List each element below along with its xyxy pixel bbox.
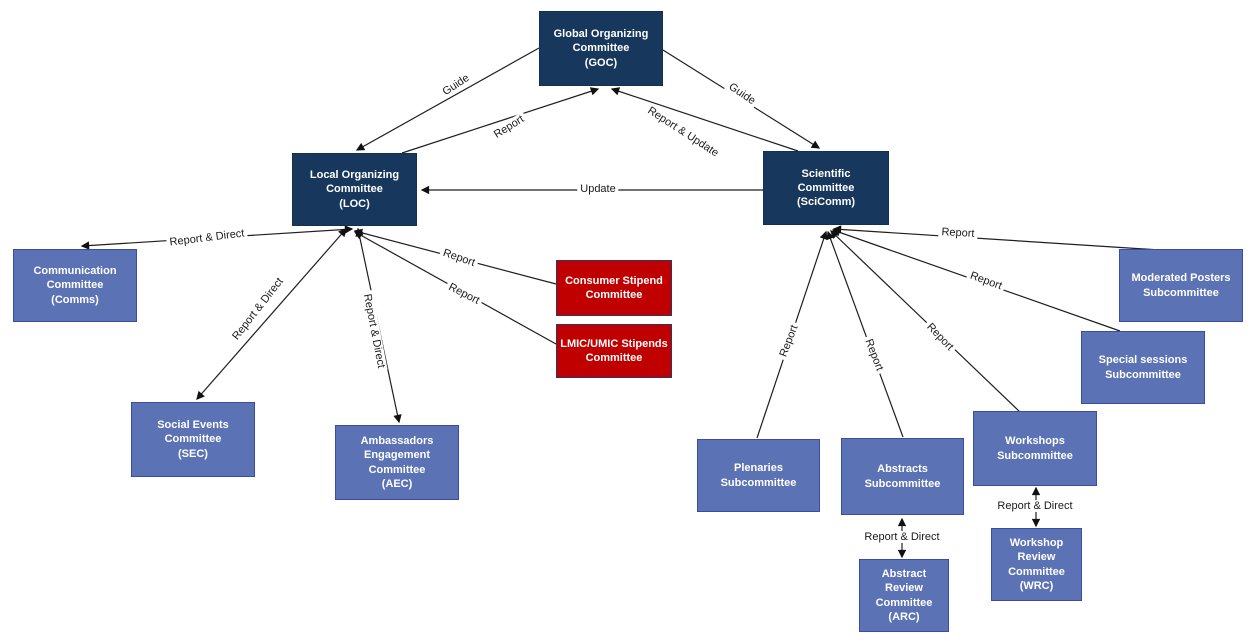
node-ambassadors-engagement-committee: Ambassadors Engagement Committee (AEC) (335, 425, 459, 500)
node-communication-committee: Communication Committee (Comms) (13, 249, 137, 322)
node-abstracts-subcommittee: Abstracts Subcommittee (841, 438, 964, 515)
node-plenaries-subcommittee: Plenaries Subcommittee (697, 439, 820, 512)
edge-label-rd-arc: Report & Direct (861, 531, 943, 543)
node-text: (SciComm) (796, 196, 856, 209)
node-text: LMIC/UMIC Stipends (560, 337, 668, 350)
node-text: Committee (46, 279, 104, 292)
edge-report-moderated-line (832, 225, 1161, 251)
node-text: Committee (572, 42, 630, 55)
node-text: Subcommittee (1143, 286, 1219, 299)
node-text: Committee (875, 596, 933, 609)
edge-report-abstracts-line (826, 230, 904, 438)
node-text: Communication (33, 265, 117, 278)
node-text: Committee (164, 433, 222, 446)
node-text: (GOC) (584, 56, 618, 69)
node-text: Committee (1008, 565, 1065, 578)
node-text: (ARC) (888, 610, 920, 623)
edge-rd-sec-line (196, 228, 347, 400)
node-text: (WRC) (1019, 579, 1054, 592)
node-text: Moderated Posters (1131, 272, 1231, 285)
node-text: Social Events (157, 419, 229, 432)
node-text: Local Organizing (309, 169, 400, 182)
node-text: Special sessions (1098, 354, 1188, 367)
node-text: Committee (797, 181, 855, 194)
edge-label-rd-wrc: Report & Direct (994, 500, 1076, 512)
node-consumer-stipend-committee: Consumer Stipend Committee (556, 260, 672, 316)
node-text: Committee (368, 463, 426, 476)
node-text: Abstracts (877, 463, 928, 476)
node-text: (Comms) (51, 293, 99, 306)
edge-report-workshops-line (830, 230, 1021, 413)
node-text: Plenaries (734, 462, 783, 475)
node-text: Committee (585, 289, 643, 301)
node-text: Consumer Stipend (565, 274, 663, 287)
node-text: (AEC) (381, 477, 413, 490)
node-text: Engagement (363, 449, 430, 462)
node-special-sessions-subcommittee: Special sessions Subcommittee (1081, 331, 1205, 404)
edge-report-loc-goc-line (401, 87, 600, 154)
node-text: Workshops (1005, 435, 1065, 448)
node-text: Subcommittee (997, 449, 1073, 462)
edge-label-update: Update (577, 183, 619, 195)
node-scientific-committee: Scientific Committee (SciComm) (763, 151, 889, 225)
edge-report-update-line (610, 87, 799, 152)
node-text: Review (1017, 551, 1056, 564)
node-text: Committee (585, 352, 643, 364)
node-text: (LOC) (339, 197, 370, 210)
node-text: Subcommittee (720, 476, 797, 489)
node-text: Subcommittee (1105, 368, 1181, 381)
node-workshop-review-committee: Workshop Review Committee (WRC) (991, 528, 1082, 601)
node-text: Scientific (801, 167, 851, 180)
node-workshops-subcommittee: Workshops Subcommittee (973, 411, 1097, 486)
node-text: Ambassadors (360, 434, 434, 447)
node-text: Workshop (1009, 536, 1064, 549)
node-text: Abstract (881, 567, 927, 580)
node-text: Review (885, 582, 923, 595)
node-text: Global Organizing (553, 28, 649, 41)
node-local-organizing-committee: Local Organizing Committee (LOC) (292, 153, 417, 226)
node-text: Committee (326, 183, 383, 196)
node-abstract-review-committee: Abstract Review Committee (ARC) (859, 559, 949, 632)
node-social-events-committee: Social Events Committee (SEC) (131, 402, 255, 477)
node-text: (SEC) (178, 447, 208, 460)
node-moderated-posters-subcommittee: Moderated Posters Subcommittee (1119, 249, 1243, 322)
edge-label-report-moderated: Report (938, 225, 978, 241)
node-text: Subcommittee (864, 477, 941, 490)
edge-guide-left-line (355, 47, 540, 151)
node-lmic-umic-stipends-committee: LMIC/UMIC Stipends Committee (556, 324, 672, 378)
node-global-organizing-committee: Global Organizing Committee (GOC) (539, 11, 663, 86)
